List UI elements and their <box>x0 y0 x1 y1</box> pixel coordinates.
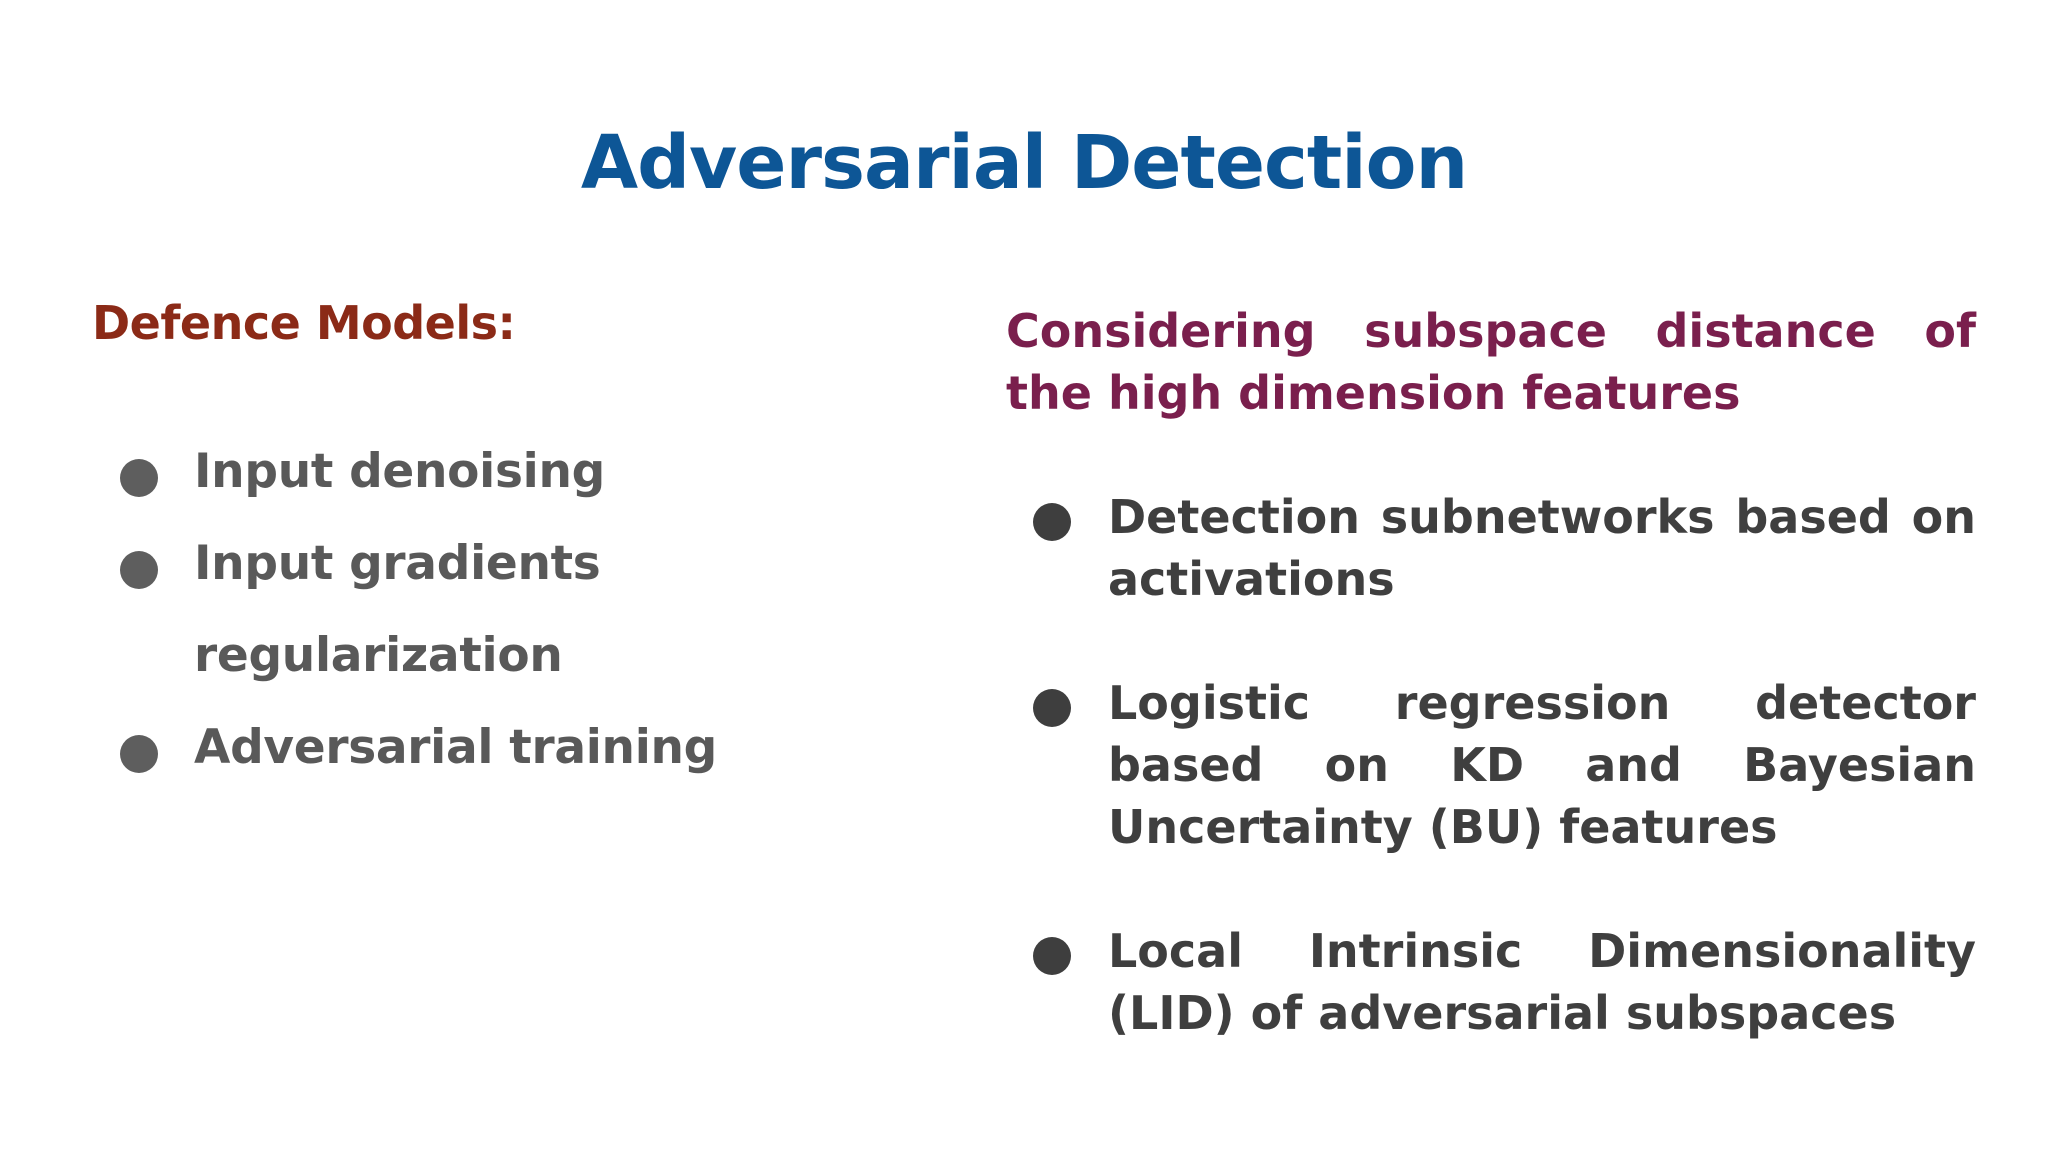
list-item: Input denoising <box>118 426 938 518</box>
subspace-distance-heading: Considering subspace distance of the hig… <box>1006 304 1976 420</box>
list-item: Adversarial training <box>118 702 938 794</box>
bullet-icon <box>120 735 158 773</box>
bullet-icon <box>1033 689 1071 727</box>
list-item-label: Input gradients regularization <box>194 536 601 683</box>
list-item: Logistic regression detector based on KD… <box>1032 672 1976 858</box>
bullet-icon <box>1033 503 1071 541</box>
detection-methods-list: Detection subnetworks based on activatio… <box>1032 486 1976 1106</box>
bullet-icon <box>120 459 158 497</box>
list-item-label: Input denoising <box>194 444 605 499</box>
list-item: Input gradients regularization <box>118 518 938 702</box>
defence-models-heading: Defence Models: <box>92 296 516 350</box>
list-item-label: Detection subnetworks based on activatio… <box>1108 490 1976 606</box>
bullet-icon <box>120 551 158 589</box>
slide-title: Adversarial Detection <box>580 120 1468 206</box>
bullet-icon <box>1033 937 1071 975</box>
list-item: Detection subnetworks based on activatio… <box>1032 486 1976 610</box>
list-item: Local Intrinsic Dimensionality (LID) of … <box>1032 920 1976 1044</box>
list-item-label: Local Intrinsic Dimensionality (LID) of … <box>1108 924 1976 1040</box>
list-item-label: Logistic regression detector based on KD… <box>1108 676 1976 854</box>
defence-models-list: Input denoising Input gradients regulari… <box>118 426 938 794</box>
list-item-label: Adversarial training <box>194 720 718 775</box>
